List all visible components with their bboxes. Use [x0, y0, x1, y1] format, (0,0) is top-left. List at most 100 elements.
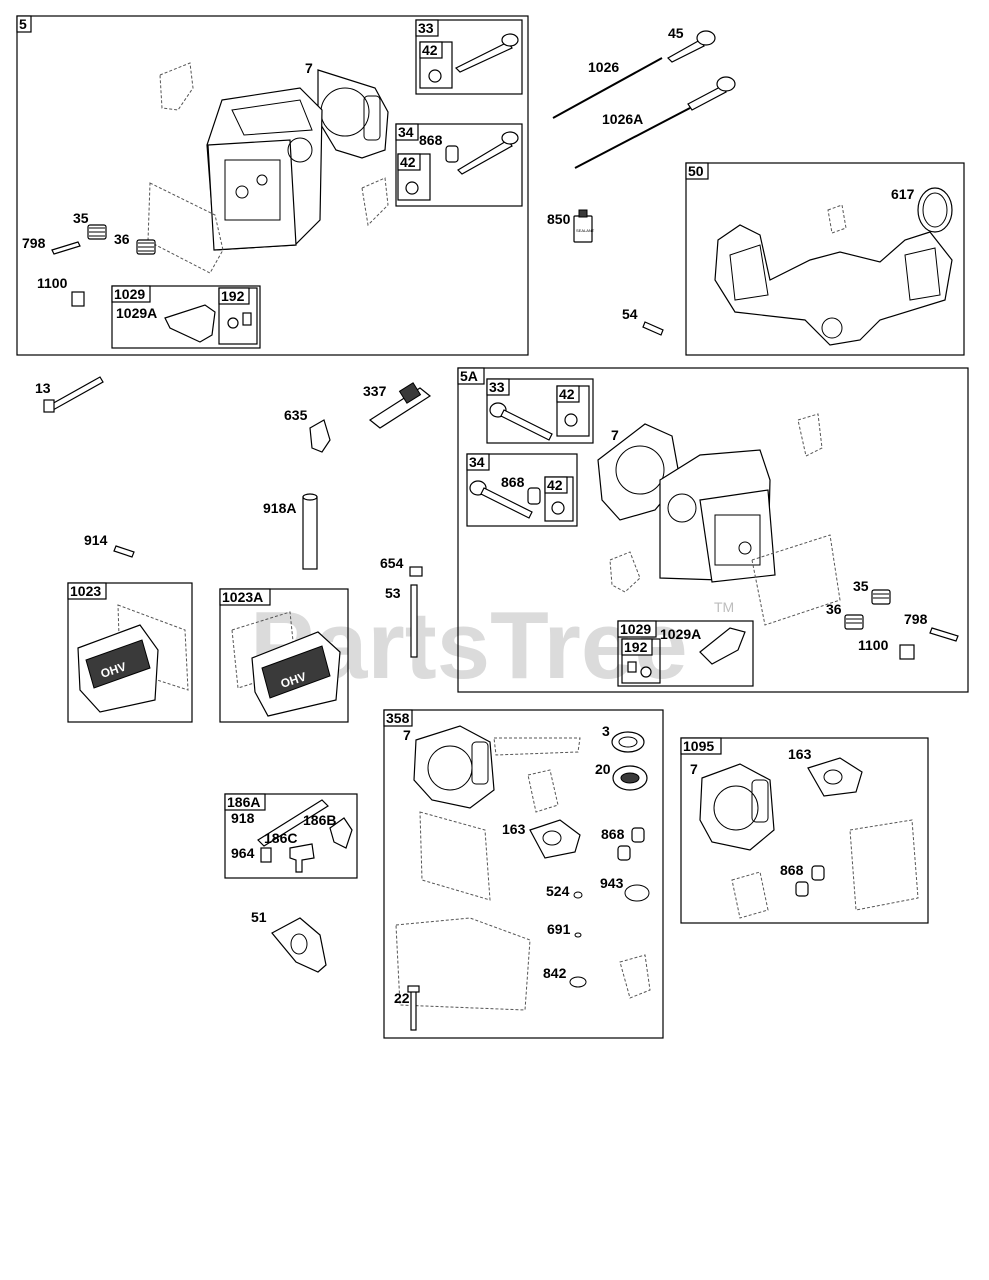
bolt-22[interactable]	[410, 989, 417, 1031]
label-850[interactable]: 850	[547, 211, 571, 227]
cylinder-head-5A[interactable]	[659, 449, 776, 583]
nut-1100[interactable]	[71, 291, 85, 307]
box-label-1029[interactable]: 1029	[114, 286, 145, 302]
box-label-34[interactable]: 34	[398, 124, 414, 140]
nut-654[interactable]	[409, 566, 423, 577]
box-label-42b[interactable]: 42	[400, 154, 416, 170]
valve-34b[interactable]	[480, 487, 533, 519]
label-1100b[interactable]: 1100	[858, 637, 889, 653]
label-1100[interactable]: 1100	[37, 275, 68, 291]
label-51[interactable]: 51	[251, 909, 267, 925]
stud-53[interactable]	[410, 584, 418, 658]
box-label-5[interactable]: 5	[19, 16, 27, 32]
label-53[interactable]: 53	[385, 585, 401, 601]
box-label-1023A[interactable]: 1023A	[222, 589, 263, 605]
box-label-33b[interactable]: 33	[489, 379, 505, 395]
ring-842[interactable]	[569, 976, 587, 988]
label-35b[interactable]: 35	[853, 578, 869, 594]
label-914[interactable]: 914	[84, 532, 108, 548]
label-868[interactable]: 868	[419, 132, 443, 148]
box-label-34b[interactable]: 34	[469, 454, 485, 470]
label-918A[interactable]: 918A	[263, 500, 296, 516]
label-868d[interactable]: 868	[780, 862, 804, 878]
box-label-42d[interactable]: 42	[547, 477, 563, 493]
label-337[interactable]: 337	[363, 383, 387, 399]
label-3[interactable]: 3	[602, 723, 610, 739]
box-label-192b[interactable]: 192	[624, 639, 648, 655]
dipstick-tube-918A[interactable]	[302, 496, 318, 570]
ring-524[interactable]	[573, 891, 583, 899]
label-524[interactable]: 524	[546, 883, 570, 899]
o-ring-617[interactable]	[917, 187, 953, 233]
label-798b[interactable]: 798	[904, 611, 928, 627]
valve-spring-35b[interactable]	[871, 589, 891, 605]
gasket-163b[interactable]	[807, 757, 863, 797]
label-1026A[interactable]: 1026A	[602, 111, 643, 127]
pushrod-1026[interactable]	[552, 57, 663, 119]
label-868b[interactable]: 868	[501, 474, 525, 490]
ring-691[interactable]	[574, 932, 582, 938]
rocker-arm-5A[interactable]	[699, 627, 746, 665]
box-label-358[interactable]: 358	[386, 710, 410, 726]
valve-spring-35[interactable]	[87, 224, 107, 240]
label-35[interactable]: 35	[73, 210, 89, 226]
valve-spring-36[interactable]	[136, 239, 156, 255]
seal-868c[interactable]	[617, 845, 631, 861]
valve-45[interactable]	[667, 39, 705, 63]
label-1029A[interactable]: 1029A	[116, 305, 157, 321]
label-186C[interactable]: 186C	[264, 830, 297, 846]
bolt-798[interactable]	[51, 241, 81, 255]
box-label-5A[interactable]: 5A	[460, 368, 478, 384]
valve-33b[interactable]	[500, 409, 553, 441]
head-gasket-358[interactable]	[413, 725, 495, 809]
bolt-13[interactable]	[49, 376, 104, 411]
intake-manifold[interactable]	[714, 224, 953, 346]
seal-868d[interactable]	[795, 881, 809, 897]
box-label-1095[interactable]: 1095	[683, 738, 714, 754]
label-7c[interactable]: 7	[403, 727, 411, 743]
box-label-33[interactable]: 33	[418, 20, 434, 36]
label-691[interactable]: 691	[547, 921, 571, 937]
label-964[interactable]: 964	[231, 845, 255, 861]
label-798[interactable]: 798	[22, 235, 46, 251]
bolt-798b[interactable]	[929, 627, 959, 642]
bolt-914[interactable]	[113, 545, 135, 558]
seal-3[interactable]	[611, 731, 645, 753]
ring-943[interactable]	[624, 884, 650, 902]
label-868c[interactable]: 868	[601, 826, 625, 842]
label-635[interactable]: 635	[284, 407, 308, 423]
valve-1026A[interactable]	[687, 85, 727, 111]
dipstick-tube-918[interactable]	[257, 799, 329, 847]
valve-spring-36b[interactable]	[844, 614, 864, 630]
label-45[interactable]: 45	[668, 25, 684, 41]
valve-33[interactable]	[454, 41, 513, 73]
label-7b[interactable]: 7	[611, 427, 619, 443]
head-gasket-1095[interactable]	[699, 763, 775, 851]
label-943[interactable]: 943	[600, 875, 624, 891]
valve-34[interactable]	[457, 139, 513, 175]
label-13[interactable]: 13	[35, 380, 51, 396]
box-label-186A[interactable]: 186A	[227, 794, 260, 810]
label-918[interactable]: 918	[231, 810, 255, 826]
gasket-51[interactable]	[271, 917, 327, 973]
box-label-1023[interactable]: 1023	[70, 583, 101, 599]
bolt-54[interactable]	[642, 321, 664, 336]
box-label-42[interactable]: 42	[422, 42, 438, 58]
label-186B[interactable]: 186B	[303, 812, 336, 828]
pushrod-1026A[interactable]	[574, 107, 691, 169]
label-1026[interactable]: 1026	[588, 59, 619, 75]
label-54[interactable]: 54	[622, 306, 638, 322]
label-22[interactable]: 22	[394, 990, 410, 1006]
label-1029Ab[interactable]: 1029A	[660, 626, 701, 642]
box-label-50[interactable]: 50	[688, 163, 704, 179]
label-36[interactable]: 36	[114, 231, 130, 247]
label-36b[interactable]: 36	[826, 601, 842, 617]
label-163a[interactable]: 163	[502, 821, 526, 837]
label-617[interactable]: 617	[891, 186, 915, 202]
cylinder-head[interactable]	[206, 87, 323, 251]
label-654[interactable]: 654	[380, 555, 404, 571]
label-163b[interactable]: 163	[788, 746, 812, 762]
box-label-192[interactable]: 192	[221, 288, 245, 304]
head-gasket[interactable]	[317, 69, 389, 159]
label-20[interactable]: 20	[595, 761, 611, 777]
